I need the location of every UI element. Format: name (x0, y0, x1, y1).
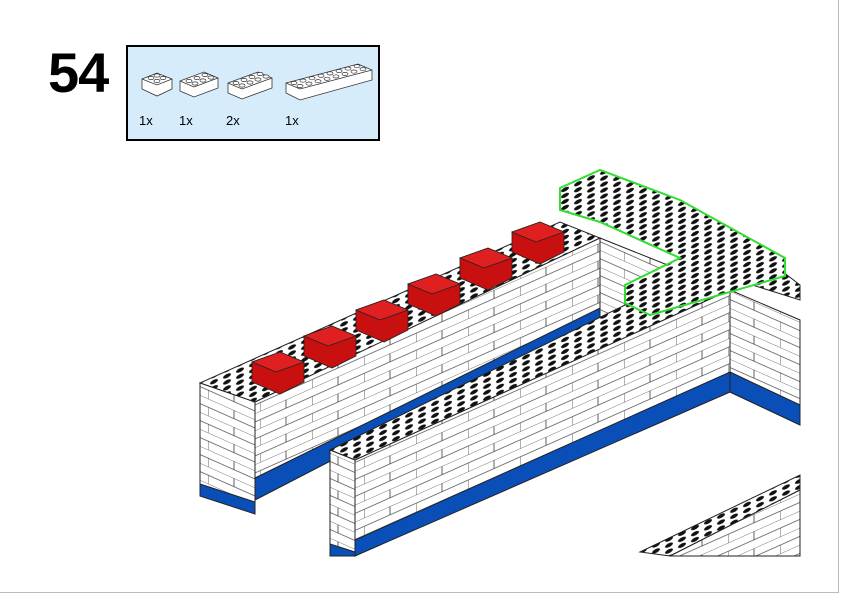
step-number: 54 (48, 41, 109, 104)
part-qty: 1x (139, 113, 153, 128)
page-border-right (838, 0, 839, 593)
lower-wall-face (669, 489, 801, 557)
brick-2x8-icon (285, 63, 373, 101)
brick-2x2-icon (141, 72, 173, 97)
page-border-bottom (0, 592, 839, 593)
part-qty: 1x (179, 113, 193, 128)
part-qty: 1x (285, 113, 299, 128)
new-bricks-highlight (559, 168, 786, 317)
brick-2x3-icon (179, 71, 219, 98)
front-wall-base (354, 371, 731, 557)
brick-2x4-icon (227, 71, 273, 100)
front-wall-end (329, 449, 356, 557)
back-wall-base (199, 483, 256, 515)
new-red-bricks (250, 221, 566, 395)
parts-list-panel: 1x 1x 2x 1x (126, 45, 380, 141)
part-qty: 2x (226, 113, 240, 128)
